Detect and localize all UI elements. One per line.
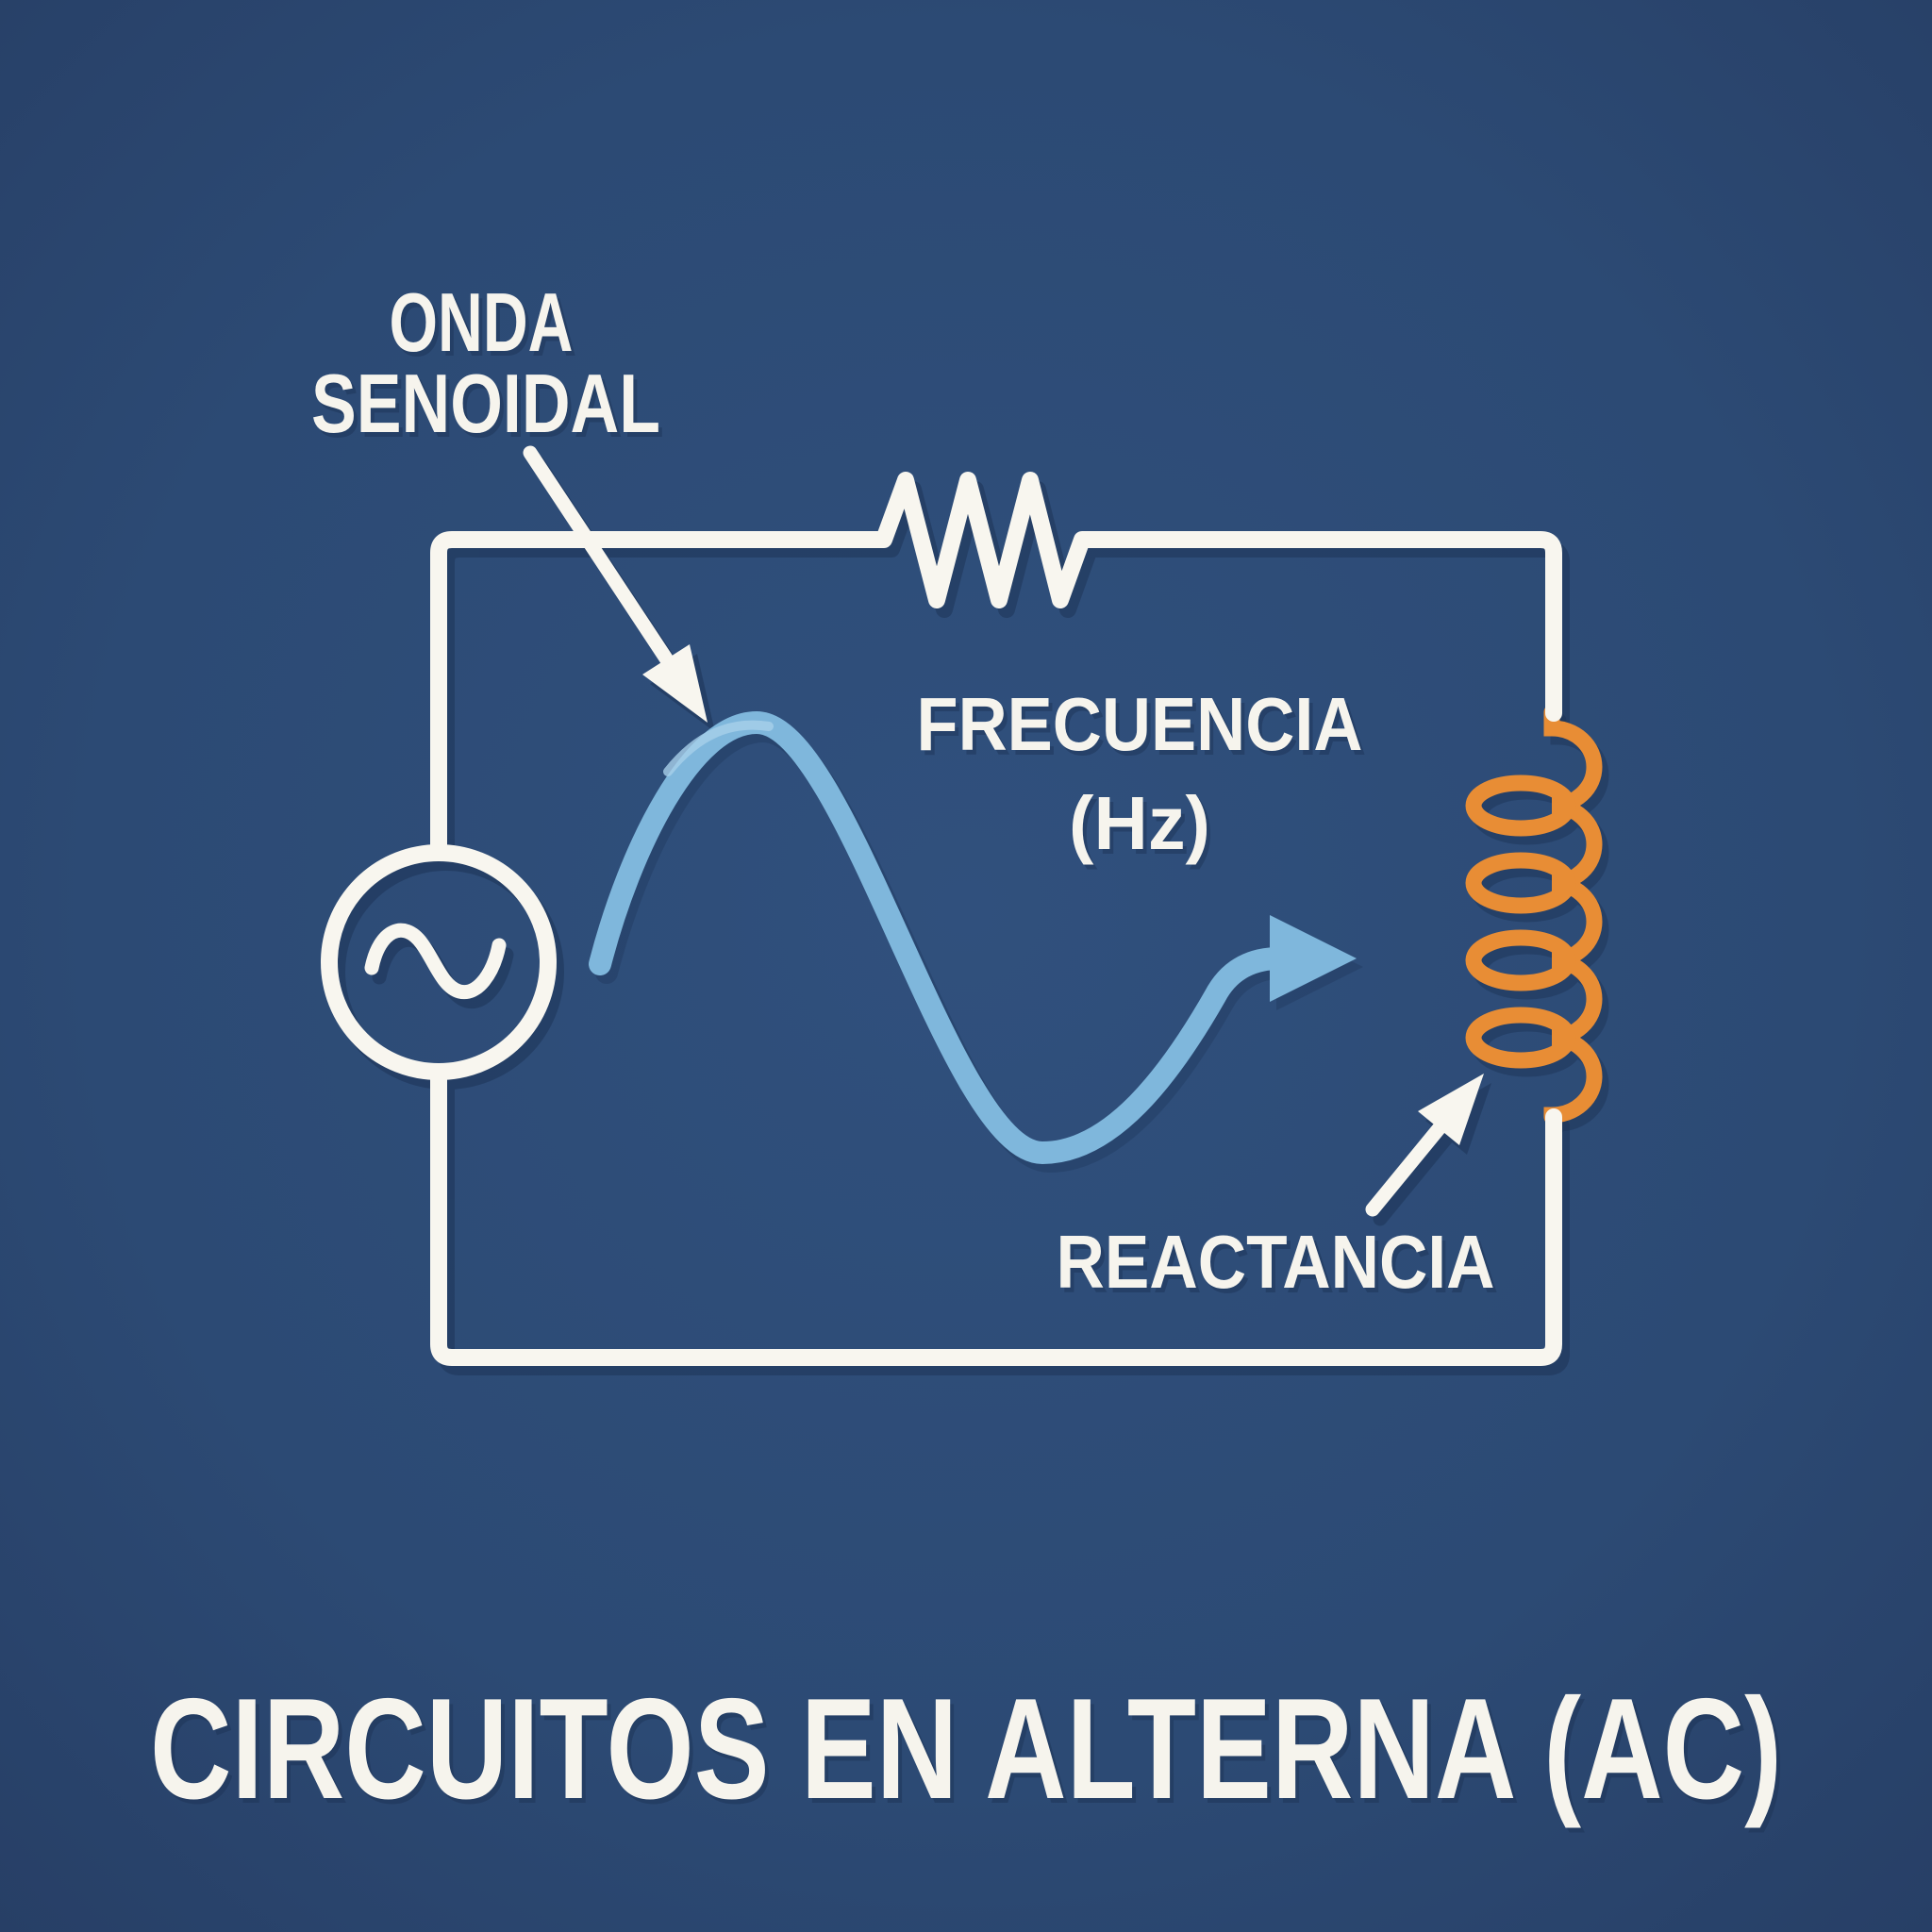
hz-label-shadow: (Hz) [1073,786,1214,870]
senoidal-label-shadow: SENOIDAL [315,361,664,455]
senoidal-label: SENOIDAL [311,357,660,450]
frecuencia-label: FRECUENCIA [917,682,1363,766]
page-title: CIRCUITOS EN ALTERNA (AC) [150,1669,1782,1829]
reactancia-label-shadow: REACTANCIA [1060,1224,1499,1308]
label-shadows: ONDA SENOIDAL FRECUENCIA (Hz) REACTANCIA… [154,280,1786,1834]
frecuencia-label-shadow: FRECUENCIA [921,687,1367,771]
reactancia-label: REACTANCIA [1057,1220,1495,1304]
onda-label: ONDA [390,275,574,369]
onda-label-shadow: ONDA [393,280,577,374]
hz-label: (Hz) [1069,781,1210,865]
title-shadow: CIRCUITOS EN ALTERNA (AC) [154,1674,1786,1834]
sine-wave-highlight [663,720,774,776]
sine-wave [600,723,1357,1153]
